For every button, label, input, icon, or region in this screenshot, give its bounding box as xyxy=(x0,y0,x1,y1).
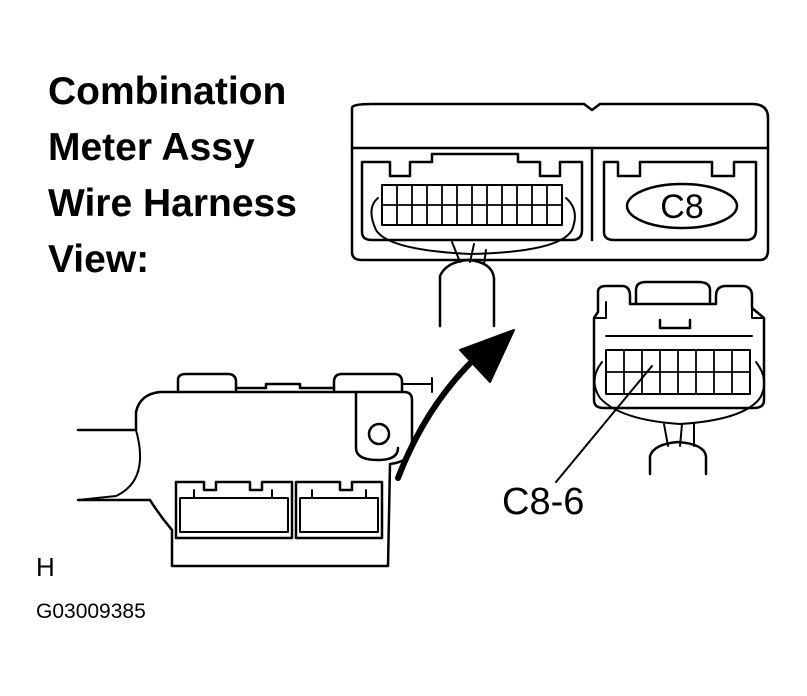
view-direction-arrow xyxy=(395,329,515,481)
connector-code-label: C8 xyxy=(660,188,703,226)
title-line-2: Meter Assy xyxy=(48,126,255,169)
title-line-1: Combination xyxy=(48,70,287,113)
pin-callout-label: C8-6 xyxy=(502,481,584,523)
connector-code-oval xyxy=(625,182,739,230)
harness-plug-c8 xyxy=(555,280,766,483)
meter-assembly xyxy=(76,372,433,568)
title-line-3: Wire Harness xyxy=(48,182,297,225)
meter-connector-housing xyxy=(350,102,770,328)
view-marker-label: H xyxy=(36,552,55,582)
meter-wire-harness xyxy=(438,241,496,328)
title-line-4: View: xyxy=(48,238,150,281)
meter-socket-left xyxy=(360,152,584,255)
figure-id-label: G03009385 xyxy=(36,600,146,623)
meter-socket-c8 xyxy=(602,160,758,242)
